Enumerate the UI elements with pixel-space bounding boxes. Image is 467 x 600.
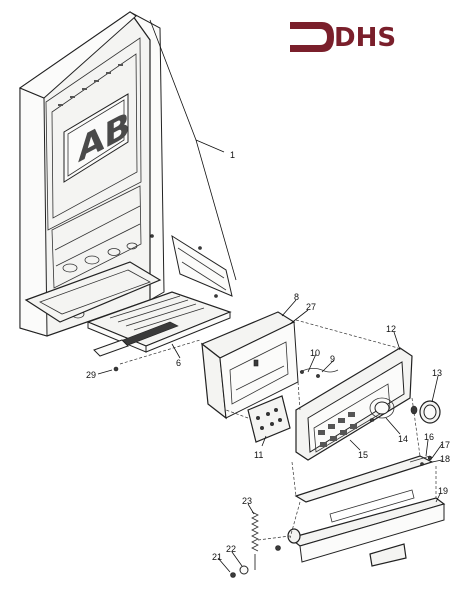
callout-17: 17 <box>440 440 450 450</box>
callout-13: 13 <box>432 368 442 378</box>
circuit-board <box>247 395 291 443</box>
logo-text: DHS <box>334 23 396 53</box>
callout-12: 12 <box>386 324 396 334</box>
cabinet-frame: AB <box>18 11 233 337</box>
emblem-plate <box>63 93 129 183</box>
callout-6: 6 <box>176 358 181 368</box>
leader-lines <box>97 19 443 573</box>
front-panel <box>295 347 413 461</box>
callout-18: 18 <box>440 454 450 464</box>
wiring <box>299 368 339 378</box>
callout-1: 1 <box>230 150 235 160</box>
hinge-strip <box>294 455 434 503</box>
base-plate <box>86 291 232 357</box>
control-housing <box>200 311 299 420</box>
assembly-lines <box>119 319 437 541</box>
callout-16: 16 <box>424 432 434 442</box>
callout-9: 9 <box>330 354 335 364</box>
logo-mark-icon <box>290 22 334 52</box>
callout-8: 8 <box>294 292 299 302</box>
callout-27: 27 <box>306 302 316 312</box>
callout-10: 10 <box>310 348 320 358</box>
callout-22: 22 <box>226 544 236 554</box>
callout-23: 23 <box>242 496 252 506</box>
spring-assembly <box>230 511 301 578</box>
dhs-logo: DHS <box>290 22 396 53</box>
callout-14: 14 <box>398 434 408 444</box>
callout-11: 11 <box>254 450 263 460</box>
lower-cover <box>288 489 446 567</box>
callout-19: 19 <box>438 486 448 496</box>
callout-29: 29 <box>86 370 96 380</box>
callout-21: 21 <box>212 552 222 562</box>
control-knob <box>410 400 441 424</box>
callout-15: 15 <box>358 450 368 460</box>
callout-labels: 1 6 8 9 10 11 12 13 14 15 16 17 18 19 21… <box>86 150 450 562</box>
